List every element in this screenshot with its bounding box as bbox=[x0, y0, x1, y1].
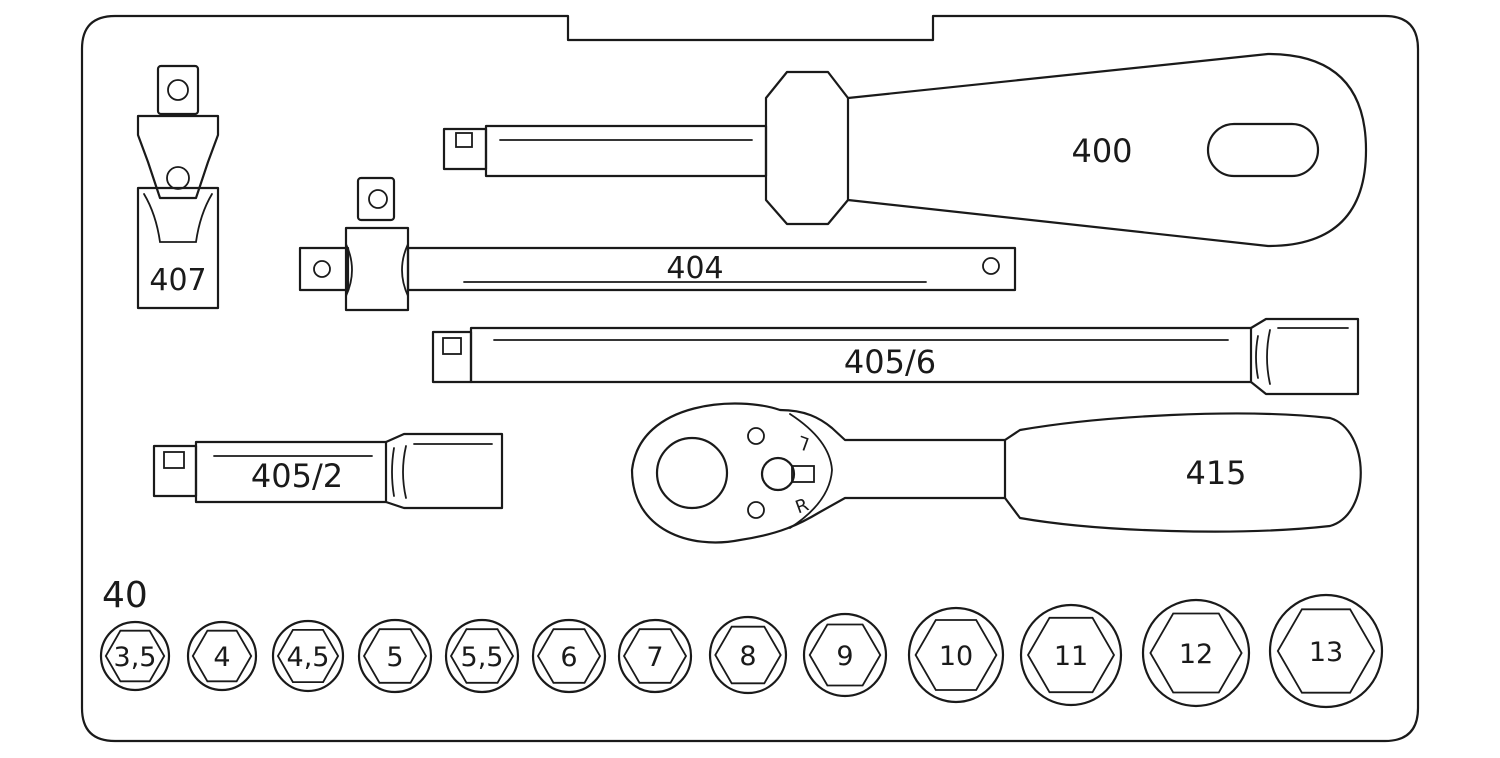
socket-hex bbox=[362, 628, 428, 684]
socket-13: 13 bbox=[1268, 593, 1384, 709]
socket-outline bbox=[1019, 603, 1123, 707]
socket-hex bbox=[1276, 608, 1376, 694]
socket-label: 4,5 bbox=[287, 642, 330, 673]
socket-6: 6 bbox=[531, 618, 607, 694]
socket-outline bbox=[357, 618, 433, 694]
socket-label: 5,5 bbox=[461, 642, 504, 673]
socket-outline bbox=[708, 615, 788, 695]
socket-outline bbox=[802, 612, 888, 698]
ratchet-right-mark: R bbox=[793, 494, 812, 518]
socket-3-5: 3,5 bbox=[99, 620, 171, 692]
socket-outline bbox=[99, 620, 171, 692]
socket-outline bbox=[186, 620, 258, 692]
socket-outline bbox=[617, 618, 693, 694]
socket-5: 5 bbox=[357, 618, 433, 694]
label-400: 400 bbox=[1071, 132, 1132, 170]
socket-outline bbox=[531, 618, 607, 694]
socket-9: 9 bbox=[802, 612, 888, 698]
socket-8: 8 bbox=[708, 615, 788, 695]
label-415: 415 bbox=[1185, 454, 1246, 492]
socket-outline bbox=[1141, 598, 1251, 708]
socket-hex bbox=[914, 619, 998, 691]
extension-405-6: 405/6 bbox=[431, 317, 1360, 396]
extension-405-2: 405/2 bbox=[152, 432, 504, 510]
socket-label: 10 bbox=[939, 641, 973, 672]
label-407: 407 bbox=[149, 263, 206, 298]
socket-label: 3,5 bbox=[114, 642, 157, 673]
ratchet-left-mark: L bbox=[796, 431, 813, 454]
socket-4: 4 bbox=[186, 620, 258, 692]
socket-outline bbox=[444, 618, 520, 694]
socket-hex bbox=[622, 628, 688, 684]
socket-label: 9 bbox=[836, 641, 853, 672]
ratchet-415: L R 415 bbox=[630, 402, 1362, 544]
socket-label: 12 bbox=[1179, 639, 1213, 670]
socket-hex bbox=[449, 628, 515, 684]
socket-label: 13 bbox=[1309, 637, 1343, 668]
socket-label: 11 bbox=[1054, 641, 1088, 672]
socket-hex bbox=[1149, 612, 1243, 694]
socket-label: 7 bbox=[646, 642, 663, 673]
label-405-2: 405/2 bbox=[251, 457, 343, 495]
socket-label: 6 bbox=[560, 642, 577, 673]
socket-11: 11 bbox=[1019, 603, 1123, 707]
handle-400: 400 bbox=[442, 52, 1368, 248]
socket-label: 4 bbox=[213, 642, 230, 673]
socket-hex bbox=[808, 623, 882, 687]
tbar-404: 404 bbox=[298, 176, 1017, 312]
socket-hex bbox=[714, 625, 782, 685]
socket-outline bbox=[907, 606, 1005, 704]
socket-hex bbox=[536, 628, 602, 684]
socket-outline bbox=[271, 619, 345, 693]
socket-label: 5 bbox=[386, 642, 403, 673]
socket-hex bbox=[104, 629, 166, 683]
socket-hex bbox=[191, 629, 253, 683]
socket-7: 7 bbox=[617, 618, 693, 694]
socket-12: 12 bbox=[1141, 598, 1251, 708]
socket-hex bbox=[1026, 616, 1116, 694]
sockets-row: 3,5 4 4,5 5 5,5 6 7 8 9 10 11 12 13 bbox=[99, 593, 1384, 709]
socket-outline bbox=[1268, 593, 1384, 709]
ujoint-407: 407 bbox=[136, 64, 220, 310]
socket-4-5: 4,5 bbox=[271, 619, 345, 693]
set-number-label: 40 bbox=[102, 575, 148, 616]
socket-10: 10 bbox=[907, 606, 1005, 704]
tray-outline bbox=[80, 14, 1420, 743]
socket-label: 8 bbox=[739, 641, 756, 672]
socket-hex bbox=[276, 629, 340, 683]
socket-5-5: 5,5 bbox=[444, 618, 520, 694]
label-405-6: 405/6 bbox=[844, 343, 936, 381]
label-404: 404 bbox=[666, 251, 723, 286]
